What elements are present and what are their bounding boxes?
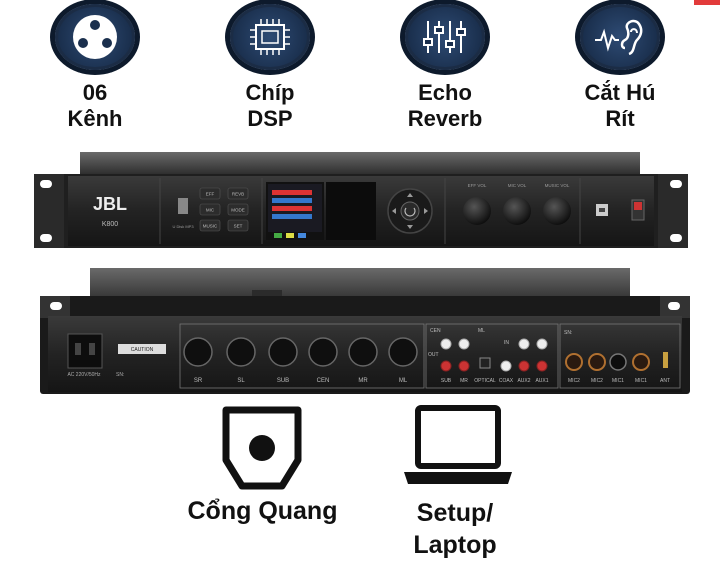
- mic-vol-label: MIC VOL: [508, 183, 527, 188]
- coax-jack[interactable]: [500, 360, 512, 372]
- feature-line1: Chíp: [245, 80, 295, 105]
- rca-jack[interactable]: [536, 360, 548, 372]
- xlr-mr-jack[interactable]: [348, 337, 378, 367]
- music-button[interactable]: [199, 219, 221, 232]
- feature-echo: Echo Reverb: [370, 4, 520, 132]
- rca-label: AUX2: [517, 378, 530, 384]
- feature-line1: Echo: [418, 80, 472, 105]
- mic2-jack[interactable]: [588, 353, 606, 371]
- mic1-jack[interactable]: [632, 353, 650, 371]
- mic1-jack[interactable]: [609, 353, 627, 371]
- xlr-label: SL: [237, 378, 245, 384]
- eff-vol-knob[interactable]: [463, 197, 491, 225]
- mic-label: MIC1: [612, 378, 624, 384]
- rca-label: AUX1: [535, 378, 548, 384]
- rca-label: OPTICAL: [474, 378, 496, 384]
- sn2-label: SN:: [564, 330, 572, 336]
- mode-button[interactable]: [227, 203, 249, 216]
- feature-feedback: Cắt Hú Rít: [545, 4, 695, 132]
- brand-logo: JBL: [93, 194, 127, 214]
- revb-button-label: REVB: [232, 192, 244, 197]
- rca-jack[interactable]: [440, 360, 452, 372]
- set-button[interactable]: [227, 219, 249, 232]
- xlr-label: CEN: [317, 378, 330, 384]
- usb-label: U Disk MP3: [172, 224, 194, 229]
- rca-label: COAX: [499, 378, 514, 384]
- rca-in-label: IN: [504, 340, 509, 346]
- revb-button[interactable]: [227, 187, 249, 200]
- rca-jack[interactable]: [458, 360, 470, 372]
- feature-line1: 06: [82, 80, 108, 105]
- rear-panel: AC 220V/50Hz SN: CAUTION SR SL SUB CEN M…: [40, 268, 690, 394]
- optical-port[interactable]: [479, 357, 491, 369]
- ear-feedback-icon: [580, 4, 660, 70]
- rca-jack[interactable]: [518, 360, 530, 372]
- feature-line2: Rít: [605, 106, 635, 131]
- eff-button[interactable]: [199, 187, 221, 200]
- mic-label: ANT: [660, 378, 670, 384]
- rca-ml-label: ML: [478, 328, 485, 334]
- feature-line2: DSP: [247, 106, 293, 131]
- eff-button-label: EFF: [206, 192, 215, 197]
- xlr-output-row: [183, 337, 418, 367]
- music-button-label: MUSIC: [203, 224, 218, 229]
- xlr-label: SUB: [277, 378, 289, 384]
- karaoke-processor-image: JBL K800 U Disk MP3 EFF REVB MIC MODE MU…: [34, 152, 690, 394]
- feature-line1: Cắt Hú: [584, 80, 656, 105]
- mic2-jack[interactable]: [565, 353, 583, 371]
- xlr-connector-icon: [55, 4, 135, 70]
- xlr-sub-jack[interactable]: [268, 337, 298, 367]
- mic-label: MIC2: [591, 378, 603, 384]
- xlr-label: SR: [194, 378, 203, 384]
- feature-line2: Kênh: [67, 106, 123, 131]
- rca-label: SUB: [441, 378, 452, 384]
- chip-icon: [230, 4, 310, 70]
- set-button-label: SET: [234, 224, 243, 229]
- xlr-sl-jack[interactable]: [226, 337, 256, 367]
- rca-jack[interactable]: [458, 338, 470, 350]
- power-label: AC 220V/50Hz: [67, 372, 101, 378]
- optical-label: Cổng Quang: [187, 497, 338, 525]
- front-panel: JBL K800 U Disk MP3 EFF REVB MIC MODE MU…: [34, 152, 688, 248]
- music-vol-knob[interactable]: [543, 197, 571, 225]
- feature-channels: 06 Kênh: [20, 4, 170, 132]
- rca-jack[interactable]: [536, 338, 548, 350]
- feature-line2: Reverb: [407, 106, 483, 131]
- rca-jack[interactable]: [518, 338, 530, 350]
- xlr-cen-jack[interactable]: [308, 337, 338, 367]
- xlr-sr-jack[interactable]: [183, 337, 213, 367]
- xlr-label: MR: [358, 378, 368, 384]
- mic-button-label: MIC: [206, 208, 215, 213]
- mic-label: MIC2: [568, 378, 580, 384]
- corner-accent-bar: [694, 0, 720, 5]
- sn-label: SN:: [116, 372, 124, 378]
- laptop-icon: [404, 405, 512, 484]
- mic-vol-knob[interactable]: [503, 197, 531, 225]
- laptop-label: Setup/ Laptop: [390, 497, 520, 561]
- feature-dsp: Chíp DSP: [195, 4, 345, 132]
- xlr-label: ML: [399, 378, 408, 384]
- eff-vol-label: EFF VOL: [468, 183, 487, 188]
- mode-button-label: MODE: [231, 208, 245, 213]
- warning-label: CAUTION: [131, 347, 154, 353]
- equalizer-sliders-icon: [405, 4, 485, 70]
- mic-label: MIC1: [635, 378, 647, 384]
- music-vol-label: MUSIC VOL: [545, 183, 570, 188]
- rca-cen-label: CEN: [430, 328, 441, 334]
- rca-out-label: OUT: [428, 352, 439, 358]
- navigation-dial[interactable]: [387, 188, 433, 234]
- mic-button[interactable]: [199, 203, 221, 216]
- rca-jack[interactable]: [440, 338, 452, 350]
- laptop-label-line1: Setup/: [416, 499, 494, 527]
- antenna-connector[interactable]: [663, 352, 668, 368]
- xlr-ml-jack[interactable]: [388, 337, 418, 367]
- rca-jacks: [440, 338, 548, 372]
- lcd-display: [266, 182, 376, 240]
- model-label: K800: [102, 221, 118, 228]
- optical-port-icon: [222, 406, 302, 490]
- warning-sticker: [118, 344, 166, 354]
- rca-label: MR: [460, 378, 468, 384]
- laptop-label-line2: Laptop: [413, 531, 497, 559]
- power-inlet[interactable]: [67, 333, 103, 369]
